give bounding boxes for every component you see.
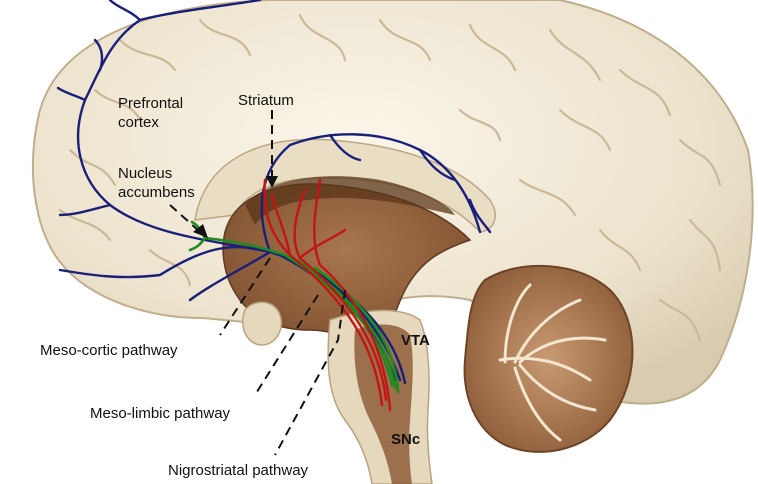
brainstem-core (354, 324, 413, 484)
label-prefrontal-cortex: Prefrontal cortex (118, 95, 184, 131)
label-snc: SNc (391, 431, 421, 448)
label-meso-cortic-pathway: Meso-cortic pathway (40, 342, 178, 359)
hypothalamus-lobe (241, 301, 282, 346)
ventricle (245, 176, 455, 225)
label-striatum: Striatum (238, 92, 294, 109)
leader-meso-cortic (219, 257, 271, 336)
leader-nigrostriatal (274, 289, 346, 456)
label-nucleus-accumbens: Nucleus accumbens (118, 165, 195, 201)
cerebellum-arbor-vitae (498, 283, 607, 442)
label-nigrostriatal-pathway: Nigrostriatal pathway (168, 462, 309, 479)
label-meso-limbic-pathway: Meso-limbic pathway (90, 405, 231, 422)
arrow-striatum (266, 176, 278, 188)
leader-meso-limbic (254, 294, 319, 396)
label-vta: VTA (401, 332, 430, 349)
arrow-nucleus-accumbens (193, 224, 208, 238)
cerebellum (463, 264, 634, 453)
gyri-folds (58, 13, 722, 342)
nigrostriatal-pathway-fibers (263, 178, 392, 412)
leader-nucleus-accumbens (169, 204, 201, 233)
leader-lines (169, 110, 346, 456)
